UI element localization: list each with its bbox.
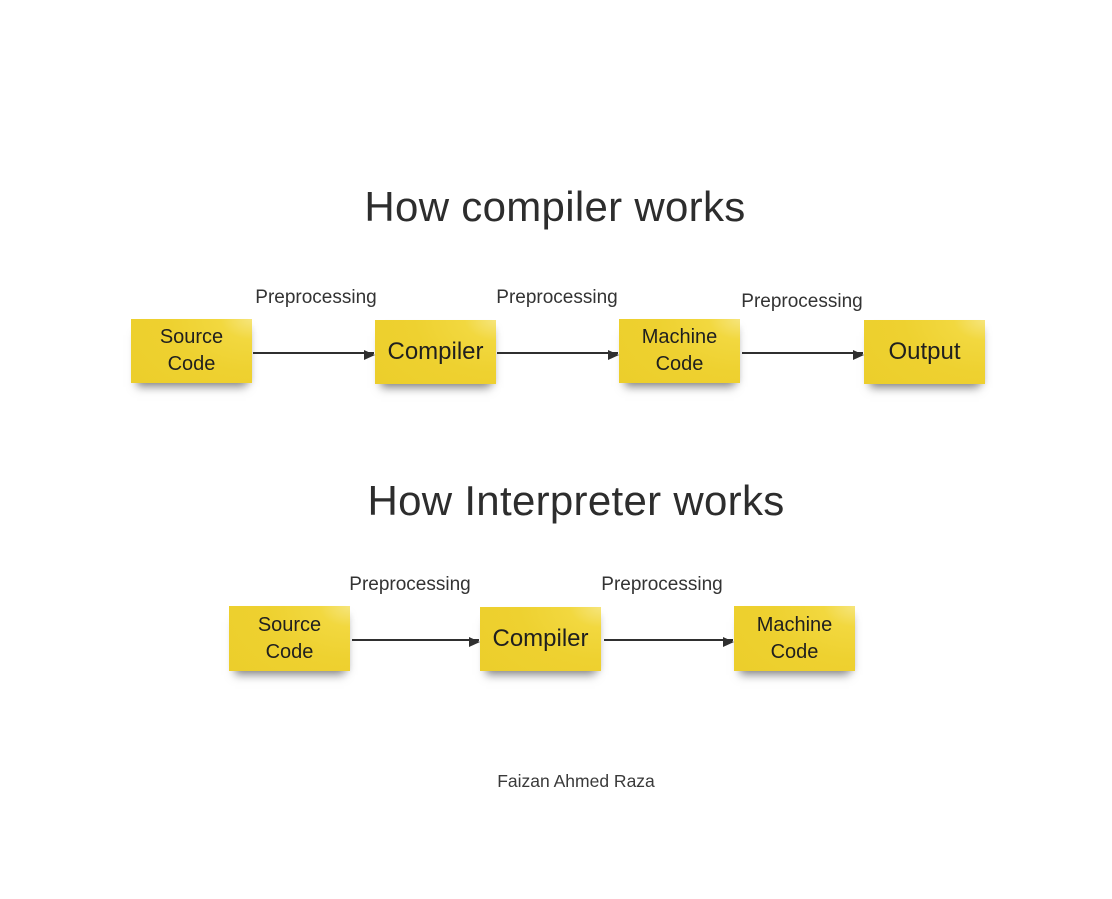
note-label: Source Code [159, 326, 224, 375]
connection-label-preprocessing: Preprocessing [349, 574, 471, 595]
author-credit: Faizan Ahmed Raza [497, 771, 655, 791]
flow-arrow-icon [352, 637, 480, 647]
connection-label-preprocessing: Preprocessing [255, 287, 377, 308]
note-machine-code: Machine Code [734, 606, 855, 671]
note-label: Machine Code [641, 326, 718, 375]
note-label: Source Code [257, 613, 322, 663]
note-label: Compiler [492, 625, 589, 652]
note-label: Compiler [387, 338, 484, 365]
note-machine-code: Machine Code [619, 319, 740, 383]
note-output: Output [864, 320, 985, 384]
compiler-diagram-title: How compiler works [364, 183, 746, 230]
flow-arrow-icon [253, 350, 375, 360]
interpreter-diagram-title: How Interpreter works [367, 477, 785, 524]
flow-arrow-icon [497, 350, 619, 360]
flow-arrow-icon [604, 637, 734, 647]
note-source-code: Source Code [131, 319, 252, 383]
note-source-code: Source Code [229, 606, 350, 671]
note-compiler: Compiler [480, 607, 601, 671]
note-compiler: Compiler [375, 320, 496, 384]
connection-label-preprocessing: Preprocessing [741, 291, 863, 312]
note-label: Machine Code [756, 613, 833, 663]
note-label: Output [888, 338, 961, 365]
connection-label-preprocessing: Preprocessing [601, 574, 723, 595]
flow-arrow-icon [742, 350, 864, 360]
connection-label-preprocessing: Preprocessing [496, 287, 618, 308]
